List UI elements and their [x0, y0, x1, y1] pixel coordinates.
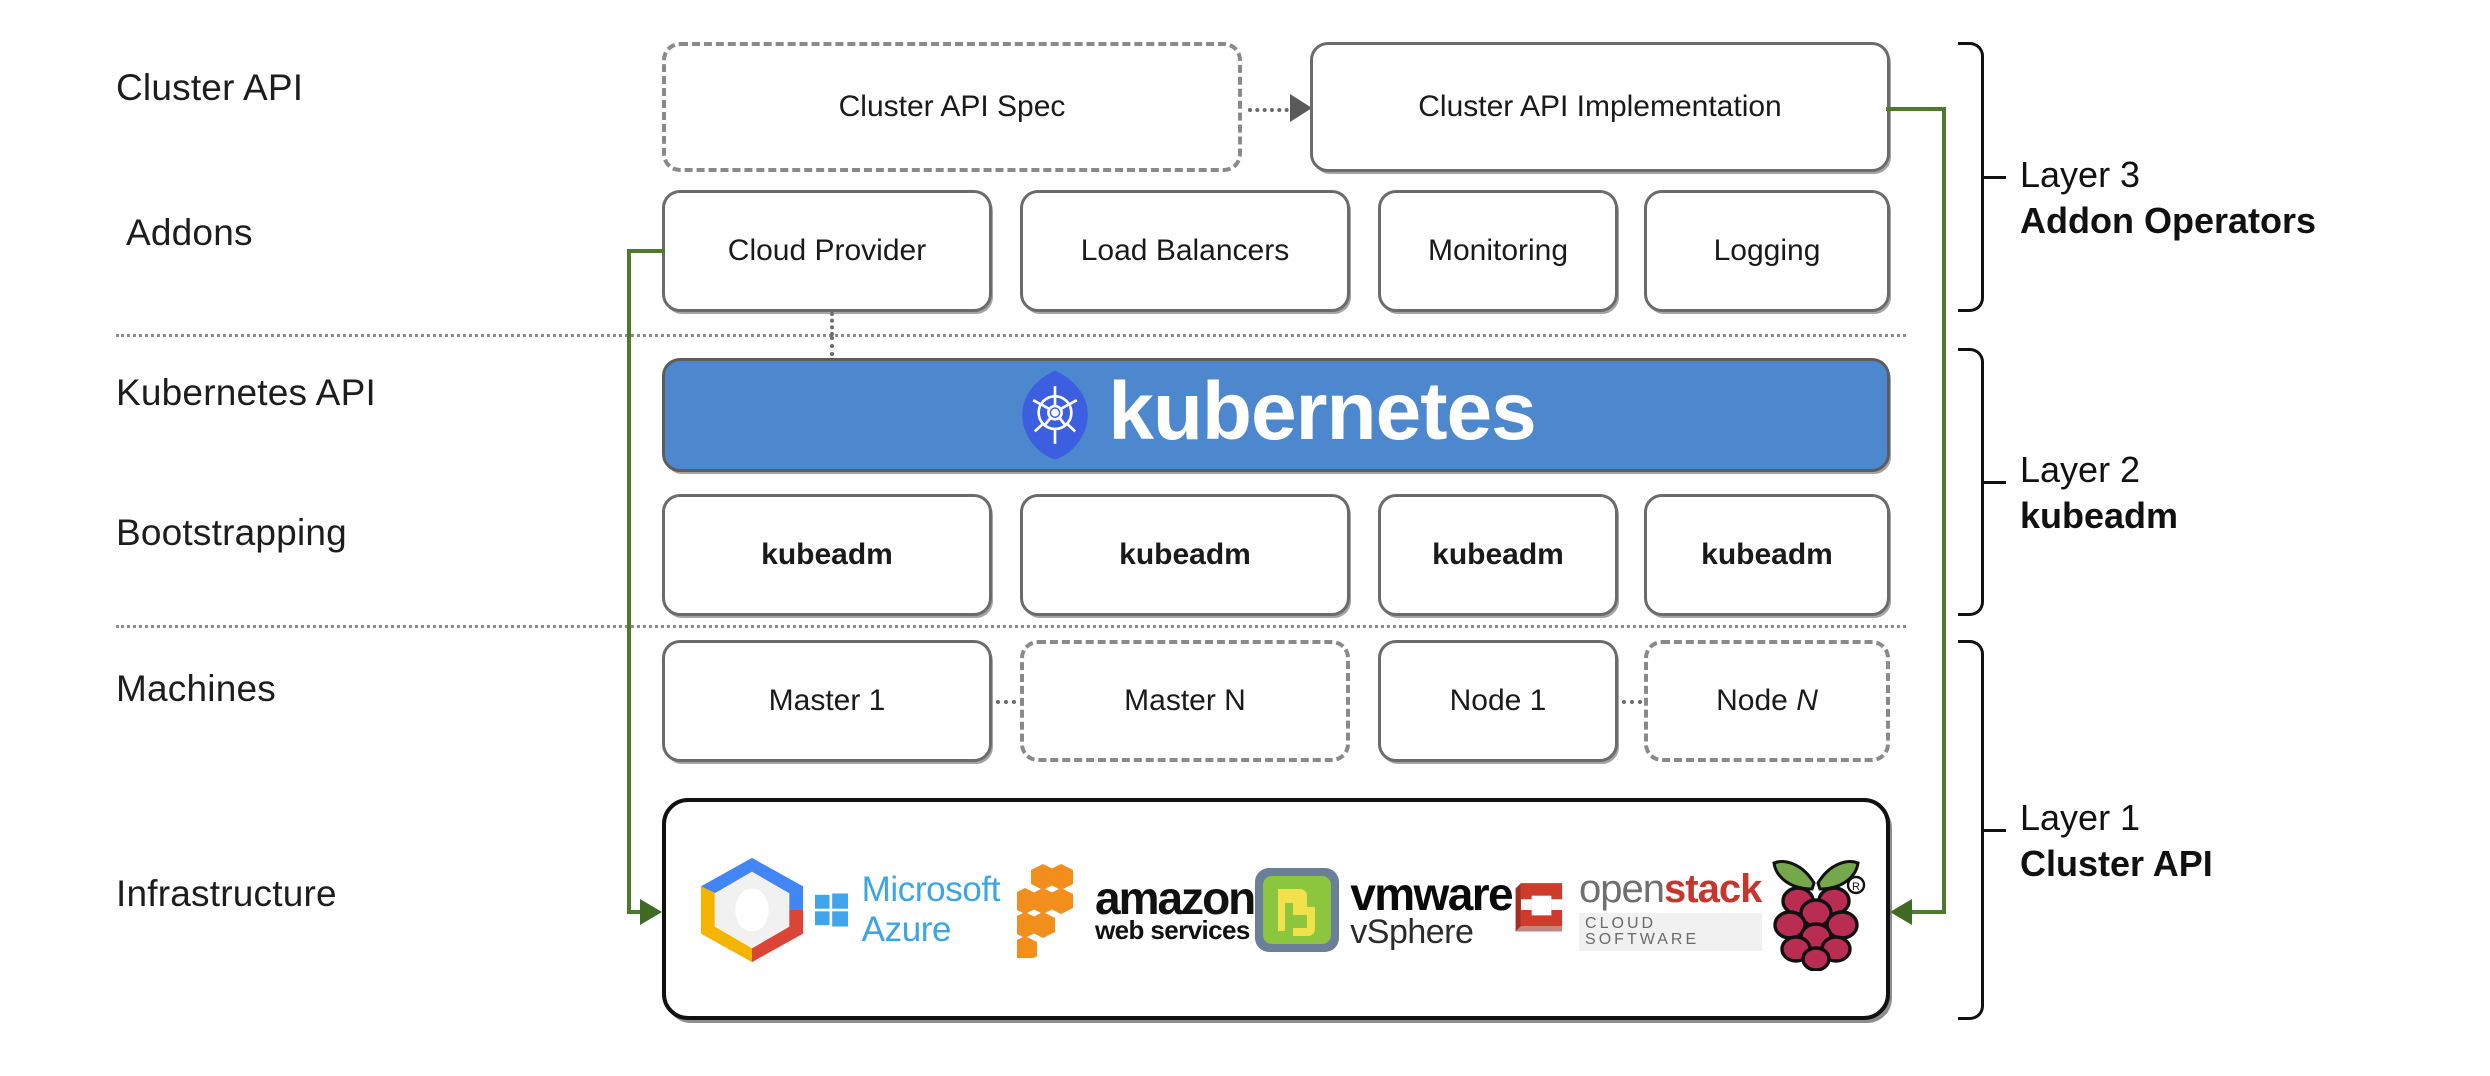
kubernetes-helm-wheel-icon — [1022, 370, 1088, 460]
box-label: Monitoring — [1427, 234, 1569, 267]
brace-tick-layer-2 — [1984, 481, 2006, 484]
green-connector-left-top-segment — [627, 249, 665, 253]
box-kubeadm-4[interactable]: kubeadm — [1644, 494, 1890, 616]
master-chain-connector — [996, 700, 1016, 704]
box-addon-monitoring[interactable]: Monitoring — [1378, 190, 1618, 312]
green-arrowhead-right — [1890, 899, 1912, 925]
svg-text:R: R — [1852, 881, 1860, 893]
box-label: Cluster API Spec — [838, 90, 1066, 123]
node-chain-connector — [1622, 700, 1642, 704]
green-connector-left-vertical — [627, 249, 631, 914]
layer-1-line2: Cluster API — [2020, 843, 2213, 885]
green-connector-left-bottom-segment — [627, 910, 649, 914]
layer-3-line2: Addon Operators — [2020, 200, 2317, 242]
windows-logo-icon — [814, 893, 848, 927]
brace-layer-1 — [1958, 640, 1984, 1020]
layer-label-2: Layer 2 kubeadm — [2020, 447, 2178, 539]
raspberry-pi-icon: R — [1772, 860, 1866, 971]
box-kubeadm-3[interactable]: kubeadm — [1378, 494, 1618, 616]
infrastructure-provider-logos: Microsoft Azure amazon web services — [690, 845, 1870, 975]
row-label-infrastructure: Infrastructure — [116, 873, 337, 914]
box-label: Cluster API Implementation — [1418, 90, 1782, 123]
box-label-italic: N — [1796, 684, 1818, 717]
openstack-wordmark: openstack — [1579, 867, 1762, 911]
box-label: kubeadm — [761, 538, 893, 571]
green-connector-right-vertical — [1942, 107, 1946, 914]
google-cloud-hexagon-icon — [701, 857, 804, 963]
logo-raspberry-pi: R — [1762, 849, 1870, 971]
green-connector-right-bottom-segment — [1910, 910, 1946, 914]
box-label: Cloud Provider — [727, 234, 927, 267]
layer-2-line2: kubeadm — [2020, 495, 2179, 537]
vmware-wordmark: vmware — [1350, 867, 1513, 920]
aws-wordmark-top: amazon — [1095, 871, 1256, 924]
row-label-cluster-api: Cluster API — [116, 67, 304, 108]
box-label: Master N — [1124, 684, 1246, 717]
cloud-provider-to-k8s-stub — [830, 336, 834, 372]
box-node-1[interactable]: Node 1 — [1378, 640, 1618, 762]
divider-layer3-layer2 — [116, 334, 1906, 337]
row-label-addons: Addons — [126, 212, 253, 253]
kubernetes-wordmark: kubernetes — [1108, 366, 1537, 457]
box-addon-load-balancers[interactable]: Load Balancers — [1020, 190, 1350, 312]
aws-boxes-icon — [1017, 864, 1073, 958]
logo-amazon-web-services: amazon web services — [1017, 862, 1256, 958]
box-label: kubeadm — [1701, 538, 1833, 571]
box-addon-logging[interactable]: Logging — [1644, 190, 1890, 312]
row-label-bootstrapping: Bootstrapping — [116, 512, 347, 553]
layer-label-1: Layer 1 Cluster API — [2020, 795, 2213, 887]
openstack-tagline: CLOUD SOFTWARE — [1579, 913, 1762, 951]
row-label-machines: Machines — [116, 668, 276, 709]
box-label: Load Balancers — [1080, 234, 1290, 267]
azure-wordmark: Microsoft Azure — [861, 870, 1001, 949]
logo-google-cloud — [690, 854, 815, 966]
layer-2-line1: Layer 2 — [2020, 449, 2141, 490]
vsphere-wordmark: vSphere — [1350, 912, 1474, 951]
aws-wordmark-bottom: web services — [1095, 915, 1250, 946]
logo-openstack: openstack CLOUD SOFTWARE — [1512, 869, 1762, 951]
box-label: Master 1 — [768, 684, 886, 717]
cloud-provider-divider-stub — [830, 312, 834, 336]
box-cluster-api-spec[interactable]: Cluster API Spec — [662, 42, 1242, 172]
box-label: Logging — [1713, 234, 1821, 267]
brace-tick-layer-3 — [1984, 176, 2006, 179]
layer-1-line1: Layer 1 — [2020, 797, 2141, 838]
box-label: kubeadm — [1432, 538, 1564, 571]
green-arrowhead-left — [640, 899, 662, 925]
divider-layer2-layer1 — [116, 625, 1906, 628]
box-cluster-api-implementation[interactable]: Cluster API Implementation — [1310, 42, 1890, 172]
box-kubeadm-1[interactable]: kubeadm — [662, 494, 992, 616]
box-label: Node 1 — [1449, 684, 1547, 717]
spec-to-impl-arrowhead — [1290, 94, 1312, 122]
brace-layer-2 — [1958, 348, 1984, 616]
brace-layer-3 — [1958, 42, 1984, 312]
logo-microsoft-azure: Microsoft Azure — [814, 870, 1017, 950]
layer-label-3: Layer 3 Addon Operators — [2020, 152, 2316, 244]
box-addon-cloud-provider[interactable]: Cloud Provider — [662, 190, 992, 312]
openstack-cube-icon — [1515, 883, 1563, 932]
box-label: kubeadm — [1119, 538, 1251, 571]
box-master-n[interactable]: Master N — [1020, 640, 1350, 762]
brace-tick-layer-1 — [1984, 829, 2006, 832]
kubernetes-banner[interactable]: kubernetes — [662, 358, 1890, 472]
row-label-kubernetes-api: Kubernetes API — [116, 372, 376, 413]
spec-to-impl-connector — [1248, 108, 1296, 112]
vmware-vsphere-icon — [1255, 868, 1340, 952]
box-node-n[interactable]: Node N — [1644, 640, 1890, 762]
box-master-1[interactable]: Master 1 — [662, 640, 992, 762]
layer-3-line1: Layer 3 — [2020, 154, 2141, 195]
green-connector-right-top-segment — [1886, 107, 1946, 111]
logo-vmware-vsphere: vmware vSphere — [1254, 867, 1514, 953]
box-label: Node N — [1716, 684, 1818, 717]
box-kubeadm-2[interactable]: kubeadm — [1020, 494, 1350, 616]
